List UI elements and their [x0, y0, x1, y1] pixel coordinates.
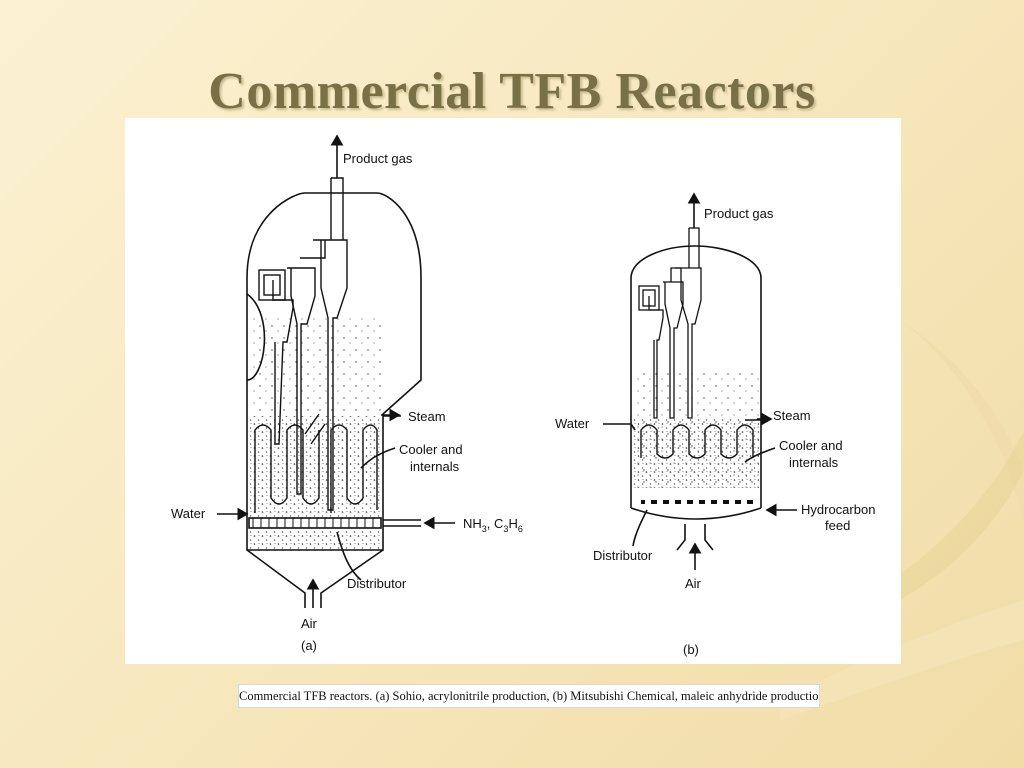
- reactor-b-vessel: [630, 245, 762, 508]
- label-a-distributor: Distributor: [347, 576, 407, 591]
- label-a-steam: Steam: [408, 409, 446, 424]
- label-a-cooler-line1: Cooler and: [399, 442, 463, 457]
- reactor-a-distributor: [248, 517, 382, 529]
- reactor-b-labels: Product gas Water Steam Cooler and inter…: [555, 206, 875, 657]
- reactor-a-labels: Product gas Steam Cooler and internals W…: [171, 151, 523, 653]
- reactor-a-vessel: [246, 192, 422, 551]
- figure-panel: Product gas Steam Cooler and internals W…: [125, 118, 901, 664]
- label-b-steam: Steam: [773, 408, 811, 423]
- slide-title: Commercial TFB Reactors: [208, 63, 816, 120]
- reactor-a: [217, 134, 455, 608]
- label-a-air: Air: [301, 616, 318, 631]
- label-b-hydrocarbon-line2: feed: [825, 518, 850, 533]
- label-a-panel: (a): [301, 638, 317, 653]
- label-b-air: Air: [685, 576, 702, 591]
- label-a-cooler-line2: internals: [410, 459, 460, 474]
- label-b-product-gas: Product gas: [704, 206, 774, 221]
- label-b-hydrocarbon-line1: Hydrocarbon: [801, 502, 875, 517]
- reactor-a-cooler-tubes: [254, 424, 378, 513]
- reactor-a-cyclones: [258, 177, 348, 511]
- figure-caption: Commercial TFB reactors. (a) Sohio, acry…: [238, 684, 820, 708]
- label-a-water: Water: [171, 506, 206, 521]
- label-b-panel: (b): [683, 642, 699, 657]
- reactor-b-cooler-tubes: [640, 424, 754, 459]
- label-a-feed: NH3, C3H6: [463, 516, 523, 534]
- label-b-cooler-line2: internals: [789, 455, 839, 470]
- label-b-cooler-line1: Cooler and: [779, 438, 843, 453]
- reactor-diagram: Product gas Steam Cooler and internals W…: [171, 134, 875, 657]
- reactor-b: [603, 192, 797, 570]
- label-b-water: Water: [555, 416, 590, 431]
- label-a-product-gas: Product gas: [343, 151, 413, 166]
- label-b-distributor: Distributor: [593, 548, 653, 563]
- reactor-b-cyclones: [638, 227, 702, 419]
